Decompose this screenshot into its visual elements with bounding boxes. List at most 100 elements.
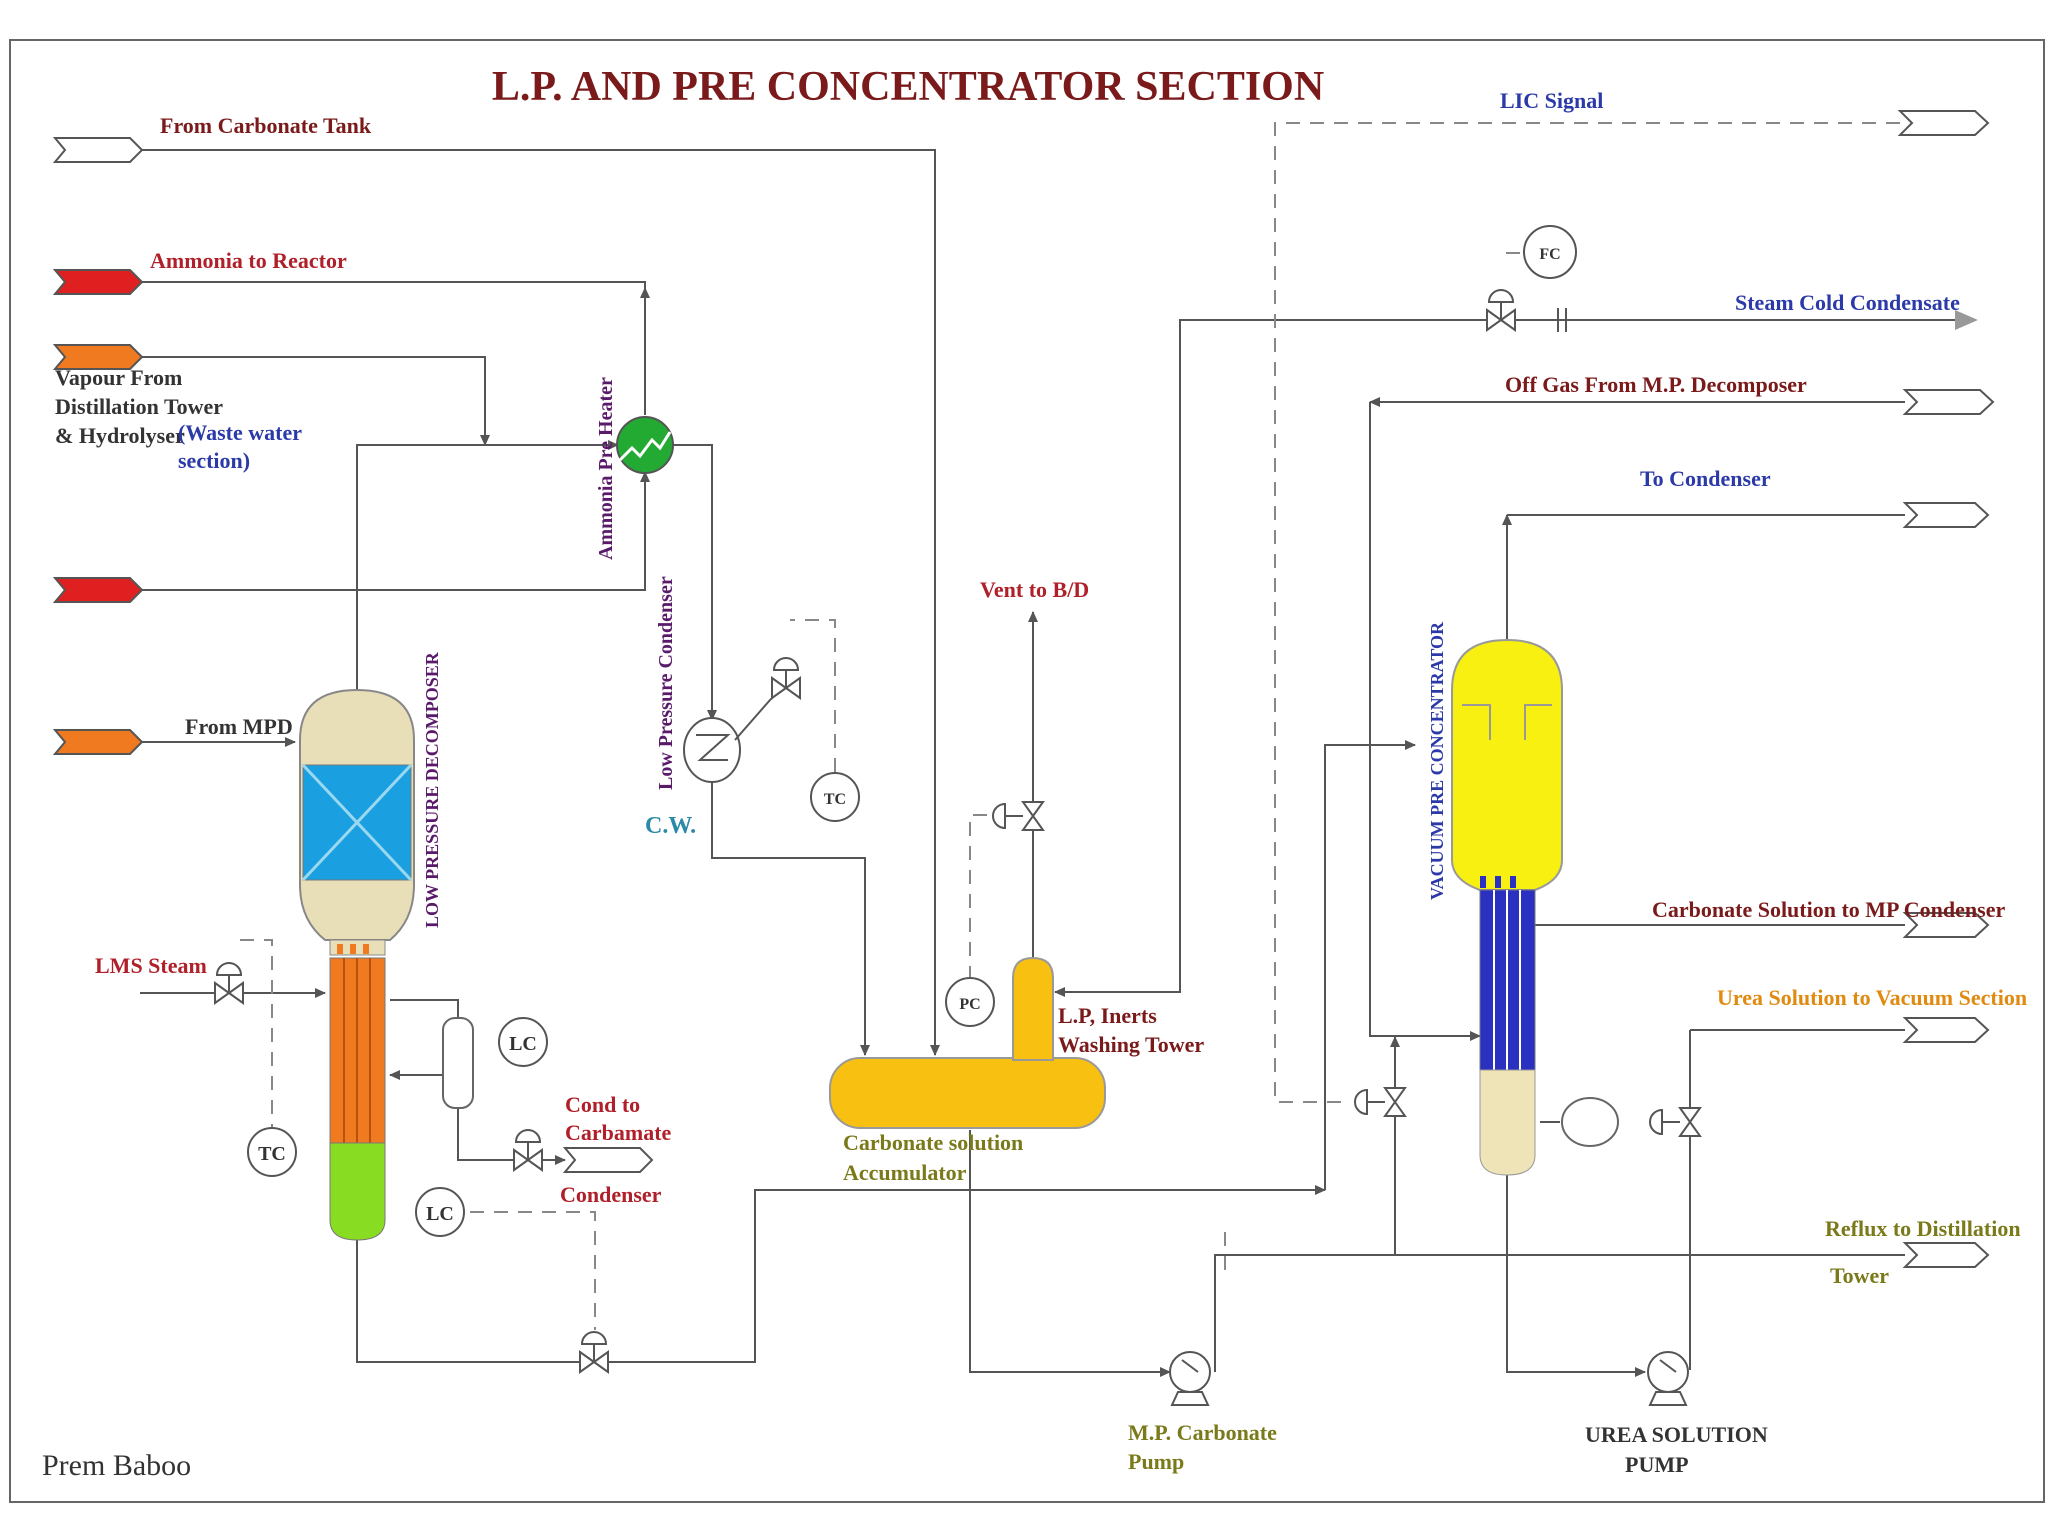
label-lms-steam: LMS Steam (95, 953, 207, 978)
instrument-lc-lower (415, 1187, 465, 1237)
label-lic-signal: LIC Signal (1500, 88, 1603, 113)
label-from-mpd: From MPD (185, 714, 293, 739)
pipe-carbonate-tank (140, 149, 940, 1056)
instrument-lc-lower-label: LC (426, 1203, 454, 1225)
carbonate-solution-accumulator (829, 956, 1106, 1129)
pipe-ammonia-inlet (140, 471, 650, 591)
pipe-mp-pump-discharge (1214, 1036, 1400, 1372)
label-mp-pump-1: M.P. Carbonate (1128, 1420, 1277, 1445)
diagram-frame (9, 39, 2045, 1503)
label-vapour-3: & Hydrolyser (55, 423, 185, 448)
pipe-ammonia-to-reactor (140, 281, 646, 288)
outlet-flag-cond-carbamate (562, 1147, 654, 1173)
lp-inerts-washing-tower (1012, 956, 1054, 1061)
flag-to-condenser (1902, 502, 1990, 528)
low-pressure-decomposer (299, 688, 415, 1241)
flag-urea-vacuum (1902, 1017, 1990, 1043)
label-cond-carbamate-2: Carbamate (565, 1120, 672, 1145)
steam-condensate-arrow-icon (1955, 310, 1978, 330)
instrument-fc-label: FC (1539, 246, 1560, 263)
label-lp-inerts-1: L.P, Inerts (1058, 1003, 1157, 1028)
pipe-accumulator-bottom (969, 1130, 1171, 1377)
label-vacuum-pre-concentrator: VACUUM PRE CONCENTRATOR (1427, 621, 1447, 900)
author-credit: Prem Baboo (42, 1449, 191, 1482)
flag-reflux (1902, 1242, 1990, 1268)
signal-lc-lower (470, 1211, 596, 1330)
inlet-flag-ammonia (52, 577, 144, 603)
pipe-preheater-out (672, 444, 717, 721)
label-from-carbonate-tank: From Carbonate Tank (160, 113, 372, 138)
signal-pc (969, 814, 1000, 980)
signal-tc-mid (790, 619, 836, 820)
diagram-title: L.P. AND PRE CONCENTRATOR SECTION (492, 64, 1324, 110)
label-accumulator-1: Carbonate solution (843, 1130, 1023, 1155)
label-lp-decomposer: LOW PRESSURE DECOMPOSER (422, 651, 442, 928)
pipe-to-preconcentrator (1324, 740, 1416, 1190)
valve-condenser-vent-icon (771, 657, 801, 700)
valve-vent-icon (992, 801, 1045, 831)
label-lp-inerts-2: Washing Tower (1058, 1032, 1204, 1057)
label-mp-pump-2: Pump (1128, 1449, 1184, 1474)
label-cw: C.W. (645, 813, 696, 839)
label-urea-pump-1: UREA SOLUTION (1585, 1422, 1768, 1447)
instrument-lc-upper (498, 1017, 548, 1067)
label-vapour-1: Vapour From (55, 365, 182, 390)
valve-recirc-icon (1649, 1107, 1702, 1137)
label-urea-pump-2: PUMP (1625, 1452, 1689, 1477)
valve-lms-steam-icon (214, 962, 244, 1005)
label-waste-water-2: section) (178, 448, 250, 473)
label-reflux-2: Tower (1830, 1263, 1889, 1288)
label-reflux-1: Reflux to Distillation (1825, 1216, 2021, 1241)
label-condenser: Condenser (560, 1182, 662, 1207)
label-waste-water-1: (Waste water (178, 420, 302, 445)
valve-cond-carbamate-icon (513, 1129, 543, 1172)
inlet-flag-ammonia-reactor (52, 269, 144, 295)
flag-carbonate-mp-condenser (1902, 912, 1990, 938)
label-urea-to-vacuum: Urea Solution to Vacuum Section (1717, 985, 2027, 1010)
pipe-cond-out (457, 1108, 566, 1165)
label-cond-carbamate-1: Cond to (565, 1092, 640, 1117)
valve-lic-icon (1354, 1087, 1407, 1117)
pipe-condenser-out (711, 778, 870, 1056)
pipe-vapour (140, 356, 490, 446)
urea-solution-pump-icon (1647, 1351, 1689, 1406)
instrument-pc-label: PC (959, 996, 980, 1013)
label-off-gas: Off Gas From M.P. Decomposer (1505, 372, 1807, 397)
inlet-flag-mpd (52, 729, 144, 755)
pipe-preconcentrator-bottom (1506, 1175, 1646, 1377)
pipe-decomposer-overhead (356, 440, 619, 700)
label-to-condenser: To Condenser (1640, 466, 1771, 491)
level-pot (442, 1017, 474, 1109)
instrument-lc-upper-label: LC (509, 1033, 537, 1055)
pipe-steam-condensate (1054, 319, 1975, 997)
label-steam-cold-condensate: Steam Cold Condensate (1735, 290, 1960, 315)
ammonia-preheater (616, 416, 674, 474)
mp-carbonate-pump-icon (1169, 1351, 1211, 1406)
valve-steam-condensate-icon (1486, 289, 1567, 332)
pipe-off-gas-down (1369, 402, 1481, 1041)
label-lp-condenser: Low Pressure Condenser (655, 576, 677, 790)
inlet-flag-vapour (52, 344, 144, 370)
signal-tc-left (235, 939, 273, 1138)
label-vent-to-bd: Vent to B/D (980, 577, 1089, 602)
label-vapour-2: Distillation Tower (55, 394, 223, 419)
low-pressure-condenser (683, 689, 781, 783)
instrument-tc-left-label: TC (258, 1143, 286, 1165)
flag-off-gas (1902, 389, 1995, 415)
valve-decomposer-bottom-icon (579, 1331, 609, 1374)
label-accumulator-2: Accumulator (843, 1160, 967, 1185)
flag-lic-signal (1897, 110, 1990, 136)
instrument-tc-mid-label: TC (824, 791, 846, 808)
inlet-flag-carbonate-tank (52, 137, 144, 163)
signal-lic (1274, 122, 1900, 1103)
recirculation-heater (1561, 1097, 1619, 1147)
pipe-decomposer-bottom (356, 1185, 1326, 1363)
instrument-fc (1523, 225, 1577, 279)
label-ammonia-to-reactor: Ammonia to Reactor (150, 248, 347, 273)
label-carbonate-to-mp-condenser: Carbonate Solution to MP Condenser (1652, 897, 2005, 922)
label-ammonia-preheater: Ammonia Pre Heater (595, 377, 617, 560)
instrument-pc (945, 977, 995, 1027)
vacuum-pre-concentrator (1451, 638, 1563, 1176)
instrument-tc-mid (810, 772, 860, 822)
